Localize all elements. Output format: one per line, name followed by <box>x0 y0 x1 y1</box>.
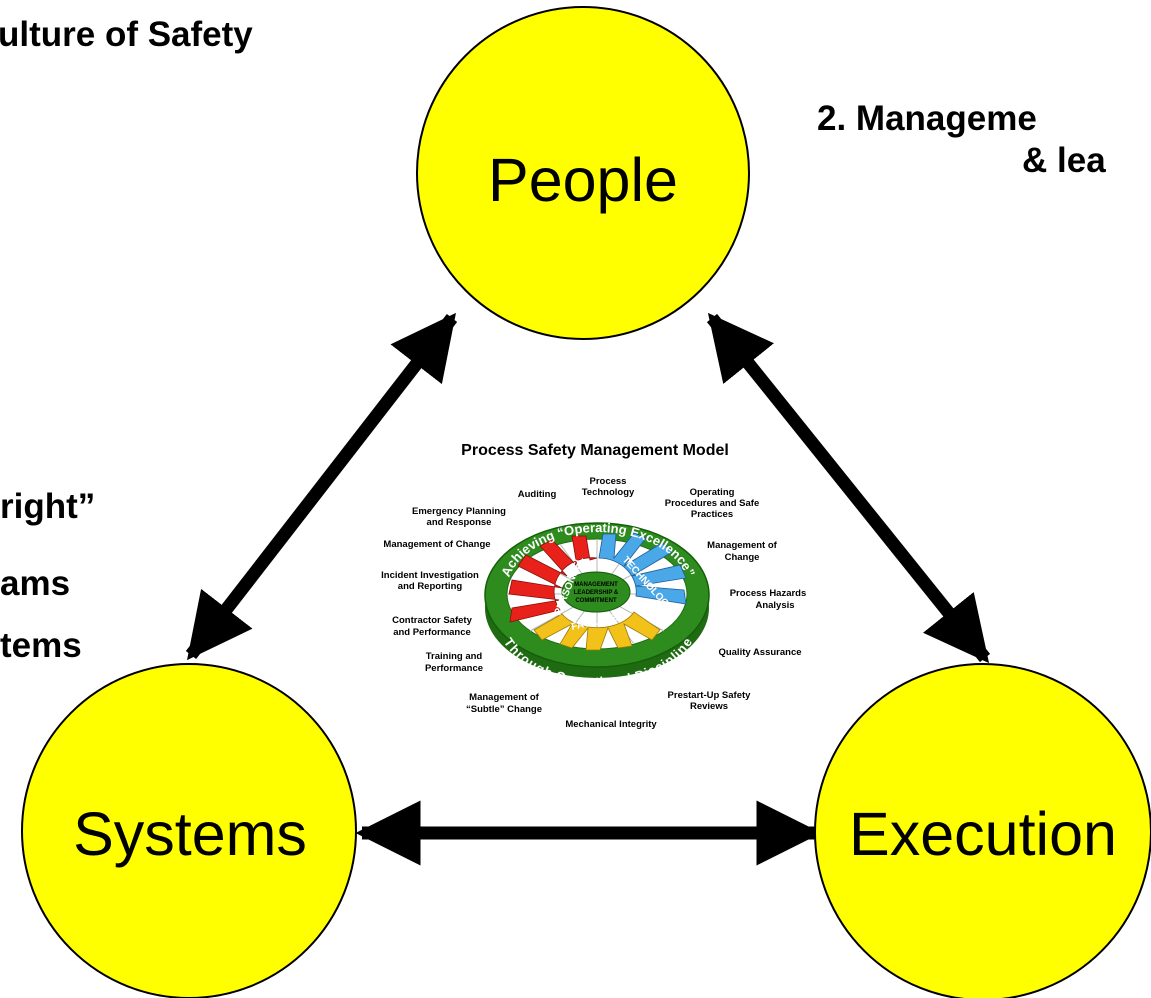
psm-process-technology-line2: Technology <box>582 487 635 498</box>
psm-incident-investigation-line2: and Reporting <box>398 581 463 592</box>
psm-contractor-safety-line1: Contractor Safety <box>392 615 472 626</box>
programs-systems-text-2: ams <box>0 564 71 603</box>
psm-operating-procedures-line1: Operating <box>690 487 735 498</box>
programs-systems-text-3: tems <box>0 626 82 665</box>
psm-title: Process Safety Management Model <box>461 442 729 459</box>
psm-subtle-change-line1: Management of <box>469 692 540 703</box>
psm-core-line1: MANAGEMENT <box>574 582 618 588</box>
node-execution-label: Execution <box>849 800 1117 868</box>
psm-core-line2: LEADERSHIP & <box>574 590 619 596</box>
node-systems-label: Systems <box>73 800 307 868</box>
psm-training-line2: Performance <box>425 663 483 674</box>
node-people-label: People <box>488 146 678 214</box>
culture-of-safety-text: ulture of Safety <box>0 15 253 54</box>
psm-subtle-change-line2: “Subtle” Change <box>466 704 542 715</box>
psm-management-of-change-left: Management of Change <box>383 539 490 550</box>
psm-core <box>561 571 631 613</box>
psm-mechanical-integrity-label: Mechanical Integrity <box>565 719 657 730</box>
psm-technology-segment <box>598 532 687 605</box>
psm-management-of-change-right-line1: Management of <box>707 540 778 551</box>
psm-personnel-segment <box>508 535 598 623</box>
psm-emergency-planning-line1: Emergency Planning <box>412 506 506 517</box>
node-systems: Systems <box>21 663 357 998</box>
psm-process-technology-line1: Process <box>590 476 627 487</box>
node-execution: Execution <box>814 663 1151 998</box>
psm-incident-investigation-line1: Incident Investigation <box>381 570 479 581</box>
arrow-people-execution <box>706 312 991 664</box>
psm-operating-procedures-line2: Procedures and Safe <box>665 498 760 509</box>
psm-core-line3: COMMITMENT <box>575 598 617 604</box>
management-leadership-text: 2. Manageme <box>817 99 1037 138</box>
programs-systems-text-1: right” <box>0 487 96 526</box>
psm-training-line1: Training and <box>426 651 483 662</box>
psm-auditing-label: Auditing <box>518 489 557 500</box>
psm-management-of-change-right-line2: Change <box>725 552 760 563</box>
psm-process-hazards-line1: Process Hazards <box>730 588 807 599</box>
psm-contractor-safety-line2: and Performance <box>393 627 471 638</box>
psm-process-hazards-line2: Analysis <box>755 600 794 611</box>
psm-operating-procedures-line3: Practices <box>691 509 733 520</box>
psm-prestart-up-line2: Reviews <box>690 701 728 712</box>
psm-quality-assurance-label: Quality Assurance <box>718 647 801 658</box>
management-leadership-text-line2: & lea <box>1022 141 1106 180</box>
node-people: People <box>416 6 750 340</box>
arrow-people-systems <box>185 312 458 661</box>
psm-model: Process Safety Management Model <box>381 442 806 730</box>
psm-emergency-planning-line2: and Response <box>427 517 492 528</box>
psm-facilities-segment <box>533 611 661 651</box>
psm-prestart-up-line1: Prestart-Up Safety <box>668 690 752 701</box>
